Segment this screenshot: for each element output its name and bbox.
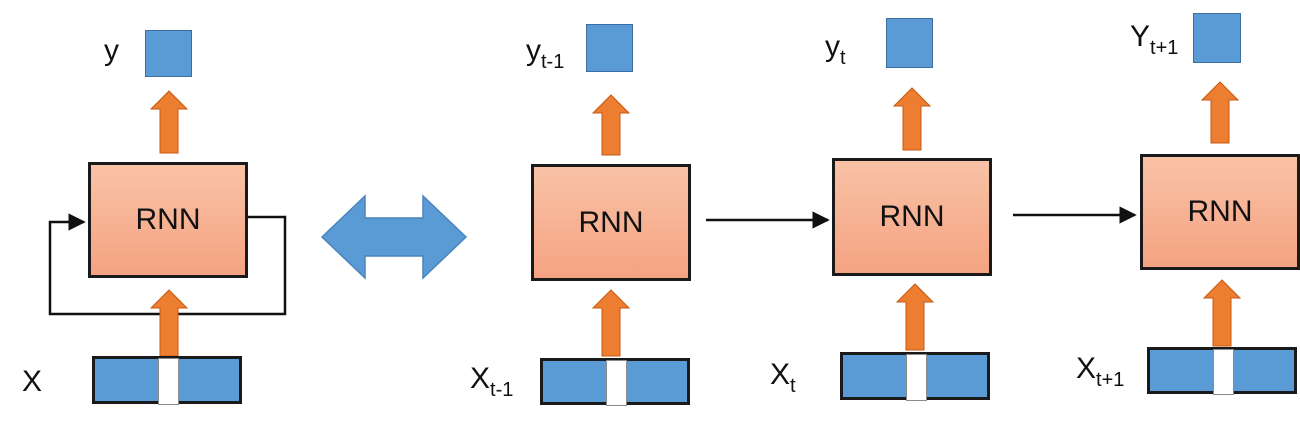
output-vector xyxy=(586,24,633,72)
input-label: Xt xyxy=(770,358,796,397)
output-label-subscript: t-1 xyxy=(541,51,565,73)
up-arrow-icon xyxy=(149,90,189,154)
input-label: Xt-1 xyxy=(470,362,514,401)
input-label: Xt+1 xyxy=(1076,352,1125,391)
rnn-label: RNN xyxy=(1187,195,1253,228)
rnn-cell-t-minus-1: RNN xyxy=(531,164,691,281)
output-label: y xyxy=(104,36,119,66)
input-vector-slot xyxy=(906,354,927,401)
up-arrow-icon xyxy=(1202,279,1242,347)
input-vector-slot xyxy=(1213,349,1234,395)
rnn-label: RNN xyxy=(578,205,644,239)
input-label-subscript: t-1 xyxy=(490,379,514,401)
input-label-subscript: t+1 xyxy=(1096,369,1125,391)
output-vector xyxy=(145,30,192,77)
input-label-base: X xyxy=(770,358,791,391)
input-label: X xyxy=(22,367,42,397)
output-label-subscript: t+1 xyxy=(1150,37,1179,59)
output-label: Yt+1 xyxy=(1130,20,1179,59)
output-label: yt-1 xyxy=(526,34,565,73)
rnn-label: RNN xyxy=(879,200,945,233)
input-vector xyxy=(1147,347,1297,395)
input-vector-slot xyxy=(158,358,179,405)
output-label-text: y xyxy=(104,34,119,67)
rnn-cell-t-plus-1: RNN xyxy=(1140,154,1300,270)
output-label-base: Y xyxy=(1130,20,1151,53)
output-label: yt xyxy=(825,30,846,69)
output-vector xyxy=(1193,13,1241,63)
up-arrow-icon xyxy=(591,289,631,357)
input-vector xyxy=(92,356,242,405)
input-label-subscript: t xyxy=(790,375,796,397)
input-vector-slot xyxy=(606,360,627,406)
input-label-base: X xyxy=(470,362,491,395)
output-label-base: y xyxy=(526,34,541,67)
input-vector xyxy=(840,352,990,401)
up-arrow-icon xyxy=(149,289,189,357)
input-vector xyxy=(540,358,690,406)
input-label-base: X xyxy=(1076,352,1097,385)
output-label-base: y xyxy=(825,30,840,63)
output-label-subscript: t xyxy=(840,47,846,69)
rnn-cell-folded: RNN xyxy=(88,162,248,278)
double-headed-arrow-icon xyxy=(320,194,468,280)
output-vector xyxy=(886,18,933,68)
rnn-label: RNN xyxy=(135,203,201,236)
up-arrow-icon xyxy=(895,283,935,351)
up-arrow-icon xyxy=(591,94,631,156)
up-arrow-icon xyxy=(892,87,932,151)
rnn-cell-t: RNN xyxy=(832,158,992,276)
input-label-text: X xyxy=(22,365,43,398)
up-arrow-icon xyxy=(1200,81,1240,144)
